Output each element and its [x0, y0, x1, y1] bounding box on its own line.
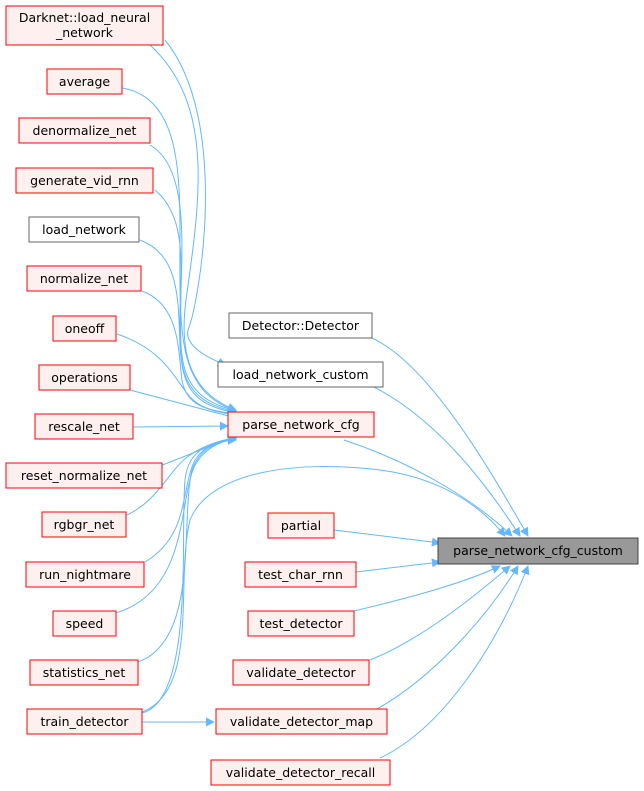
edge-darknet-to-parse-network-cfg [149, 44, 237, 412]
edge-speed-to-parse-network-cfg [115, 435, 237, 614]
node-validate-detector-map[interactable]: validate_detector_map [215, 708, 388, 735]
node-rescale-net[interactable]: rescale_net [34, 413, 134, 440]
node-generate-vid-rnn-label: generate_vid_rnn [30, 173, 139, 188]
edge-statistics-net-to-parse-network-cfg [137, 435, 237, 663]
node-rescale-net-label: rescale_net [48, 419, 120, 434]
edge-detector-to-custom [371, 337, 529, 537]
node-operations[interactable]: operations [38, 364, 131, 391]
node-statistics-net-label: statistics_net [43, 665, 126, 680]
node-parse-network-cfg[interactable]: parse_network_cfg [227, 411, 375, 438]
node-detector-detector[interactable]: Detector::Detector [228, 312, 373, 339]
node-operations-label: operations [51, 370, 118, 385]
edge-train-detector-to-parse-network-cfg [141, 435, 237, 714]
edge-run-nightmare-to-parse-network-cfg [144, 434, 237, 563]
node-reset-normalize-net[interactable]: reset_normalize_net [5, 462, 163, 489]
edge-rescale-net-to-parse-network-cfg [132, 421, 229, 431]
node-run-nightmare[interactable]: run_nightmare [25, 561, 145, 588]
node-run-nightmare-label: run_nightmare [39, 567, 131, 582]
node-reset-normalize-net-label: reset_normalize_net [21, 468, 147, 483]
edge-load-network-to-parse-network-cfg [139, 239, 237, 416]
node-oneoff[interactable]: oneoff [52, 315, 117, 342]
node-oneoff-label: oneoff [65, 321, 105, 336]
node-validate-detector-recall-label: validate_detector_recall [226, 765, 376, 780]
node-test-detector[interactable]: test_detector [247, 610, 355, 637]
edge-partial-to-custom [333, 529, 441, 547]
node-load-network-label: load_network [42, 222, 126, 237]
node-average[interactable]: average [46, 68, 123, 95]
node-denormalize-net[interactable]: denormalize_net [18, 117, 151, 144]
edge-oneoff-to-parse-network-cfg [116, 333, 237, 419]
edge-operations-to-parse-network-cfg [129, 389, 237, 421]
edge-validate-detector-map-to-custom [374, 565, 519, 711]
node-speed-label: speed [66, 616, 104, 631]
node-normalize-net[interactable]: normalize_net [26, 265, 142, 292]
node-denormalize-net-label: denormalize_net [33, 123, 137, 138]
node-darknet-load-neural-network-label-line1: Darknet::load_neural [19, 10, 150, 25]
edge-validate-detector-to-custom [369, 565, 511, 661]
node-average-label: average [59, 74, 110, 89]
node-normalize-net-label: normalize_net [40, 271, 128, 286]
node-validate-detector-recall[interactable]: validate_detector_recall [210, 759, 391, 786]
node-speed[interactable]: speed [52, 610, 117, 637]
edge-test-char-rnn-to-custom [355, 558, 441, 573]
node-statistics-net[interactable]: statistics_net [29, 659, 139, 686]
node-validate-detector-map-label: validate_detector_map [230, 714, 373, 729]
edge-test-detector-to-custom [349, 565, 501, 613]
edge-average-to-parse-network-cfg [121, 87, 237, 413]
node-train-detector-label: train_detector [40, 714, 129, 729]
node-validate-detector[interactable]: validate_detector [232, 659, 370, 686]
node-detector-detector-label: Detector::Detector [242, 318, 360, 333]
edge-train-detector-to-custom [141, 466, 506, 713]
node-test-detector-label: test_detector [259, 616, 343, 631]
node-parse-network-cfg-label: parse_network_cfg [242, 417, 359, 432]
node-train-detector[interactable]: train_detector [26, 708, 143, 735]
node-rgbgr-net-label: rgbgr_net [54, 517, 115, 532]
edge-load-network-custom-to-custom [371, 385, 521, 537]
node-darknet-load-neural-network-label-line2: _network [55, 25, 114, 40]
edge-parse-network-cfg-to-custom [343, 439, 513, 537]
node-load-network-custom-label: load_network_custom [232, 367, 368, 382]
node-darknet-load-neural-network[interactable]: Darknet::load_neural _network [5, 5, 164, 46]
edge-validate-detector-recall-to-custom [379, 565, 530, 759]
node-partial[interactable]: partial [267, 512, 335, 539]
edge-generate-vid-rnn-to-parse-network-cfg [154, 189, 237, 415]
node-parse-network-cfg-custom-label: parse_network_cfg_custom [453, 543, 623, 558]
node-partial-label: partial [281, 518, 321, 533]
node-load-network-custom[interactable]: load_network_custom [217, 361, 384, 388]
node-validate-detector-label: validate_detector [246, 665, 356, 680]
edge-darknet-to-load-network-custom [164, 39, 227, 367]
node-test-char-rnn-label: test_char_rnn [258, 567, 343, 582]
node-rgbgr-net[interactable]: rgbgr_net [41, 511, 127, 538]
node-test-char-rnn[interactable]: test_char_rnn [244, 561, 357, 588]
node-parse-network-cfg-custom[interactable]: parse_network_cfg_custom [437, 537, 639, 565]
node-load-network[interactable]: load_network [28, 216, 140, 243]
node-generate-vid-rnn[interactable]: generate_vid_rnn [15, 167, 154, 194]
